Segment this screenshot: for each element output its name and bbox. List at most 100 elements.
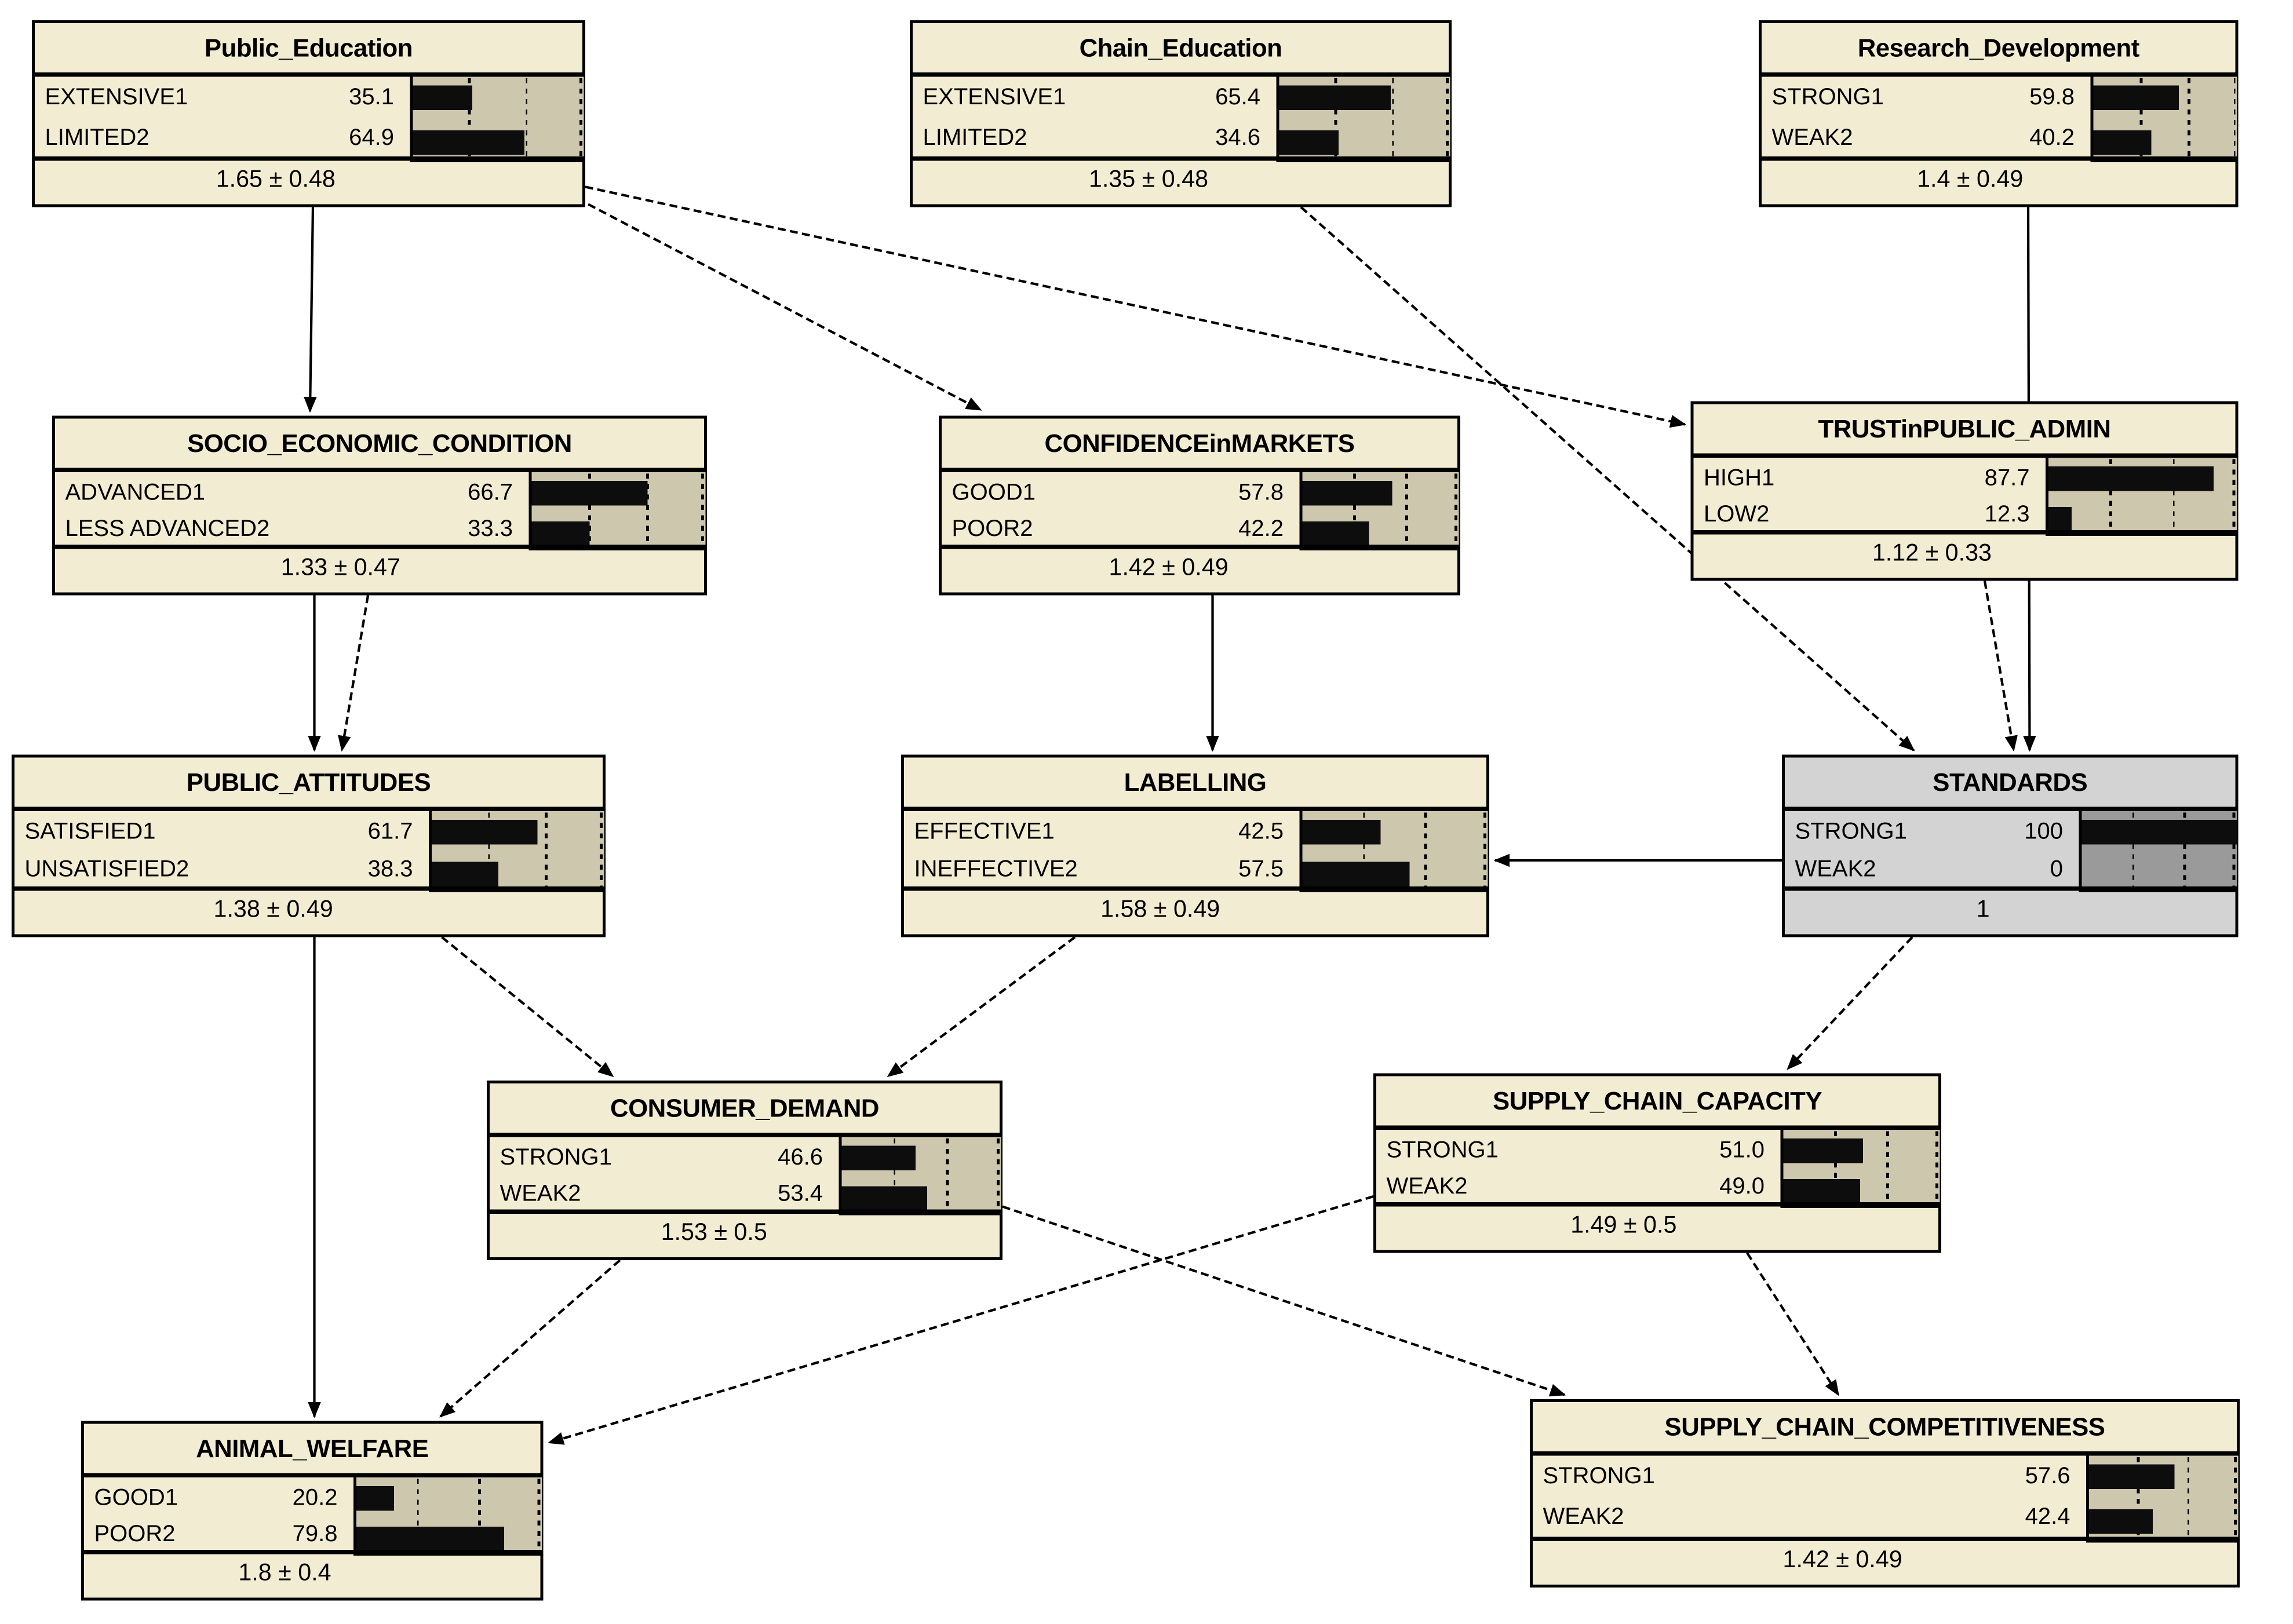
state-value: 49.0 (1719, 1174, 1765, 1200)
state-value: 12.3 (1984, 502, 2030, 528)
state-label: GOOD1 (952, 481, 1036, 506)
state-value: 61.7 (367, 820, 413, 845)
bar-gridline (2233, 78, 2236, 158)
bar-gridline (1353, 473, 1356, 546)
state-value: 35.1 (349, 85, 394, 111)
state-bar (2093, 129, 2151, 155)
node-barchart (1780, 1127, 1940, 1208)
bar-gridline (1483, 812, 1486, 888)
node-socio_economic_condition[interactable]: SOCIO_ECONOMIC_CONDITION 1.33 ± 0.47 ADV… (52, 415, 707, 596)
state-bar (356, 1527, 505, 1552)
state-value: 57.5 (1238, 857, 1284, 882)
state-bar (531, 481, 648, 506)
node-supply_chain_capacity[interactable]: SUPPLY_CHAIN_CAPACITY 1.49 ± 0.5 STRONG1… (1373, 1073, 1941, 1253)
state-label: EXTENSIVE1 (923, 85, 1066, 111)
node-mean: 1.8 ± 0.4 (238, 1560, 331, 1586)
state-label: LIMITED2 (45, 125, 150, 150)
bar-gridline (701, 473, 704, 546)
node-mean: 1.12 ± 0.33 (1872, 540, 1992, 567)
state-label: WEAK2 (1543, 1505, 1624, 1530)
node-divider (902, 886, 1488, 891)
state-label: STRONG1 (1543, 1464, 1655, 1490)
state-label: LIMITED2 (923, 125, 1027, 150)
node-mean: 1.42 ± 0.49 (1782, 1547, 1902, 1573)
edge-public_attitudes-to-consumer_demand (441, 936, 614, 1078)
bar-gridline (1935, 1131, 1939, 1204)
bar-gridline (2234, 1457, 2237, 1538)
state-value: 65.4 (1215, 85, 1260, 111)
node-supply_chain_competitiveness[interactable]: SUPPLY_CHAIN_COMPETITIVENESS 1.42 ± 0.49… (1530, 1399, 2240, 1587)
bar-gridline (545, 812, 548, 888)
bar-gridline (1424, 812, 1427, 888)
state-bar (1783, 1138, 1864, 1163)
node-title: Public_Education (35, 23, 582, 77)
state-value: 42.2 (1238, 517, 1284, 542)
state-bar (1783, 1179, 1860, 1204)
state-label: STRONG1 (1795, 820, 1907, 845)
bar-gridline (1335, 78, 1337, 158)
bar-gridline (646, 473, 649, 546)
bar-gridline (2233, 812, 2236, 888)
node-title: LABELLING (904, 758, 1486, 811)
state-value: 40.2 (2029, 125, 2075, 150)
bar-gridline (588, 473, 591, 546)
node-title: STANDARDS (1785, 758, 2236, 811)
state-row-weak2[interactable]: WEAK2 49.0 (1376, 1175, 1779, 1204)
node-mean: 1.58 ± 0.49 (1100, 896, 1220, 923)
bar-gridline (417, 1479, 420, 1552)
bar-gridline (579, 78, 582, 158)
state-bar (2089, 1509, 2153, 1534)
state-value: 42.5 (1238, 820, 1284, 845)
state-bar (531, 521, 590, 546)
bar-gridline (2139, 78, 2142, 158)
edge-consumer_demand-to-supply_chain_competitiveness (1002, 1205, 1566, 1397)
bar-gridline (1886, 1131, 1889, 1204)
state-label: WEAK2 (1386, 1174, 1468, 1200)
state-label: INEFFECTIVE2 (914, 857, 1078, 882)
state-row-ineffective2[interactable]: INEFFECTIVE2 57.5 (904, 857, 1298, 886)
edge-chain_education-to-standards (1300, 206, 1915, 751)
node-barchart (2046, 455, 2237, 536)
state-bar (1279, 85, 1391, 110)
bar-gridline (487, 812, 490, 888)
state-bar (2089, 1464, 2175, 1489)
node-divider (1760, 156, 2237, 161)
state-label: WEAK2 (1795, 857, 1876, 882)
state-row-extensive1[interactable]: EXTENSIVE1 65.4 (913, 86, 1275, 115)
